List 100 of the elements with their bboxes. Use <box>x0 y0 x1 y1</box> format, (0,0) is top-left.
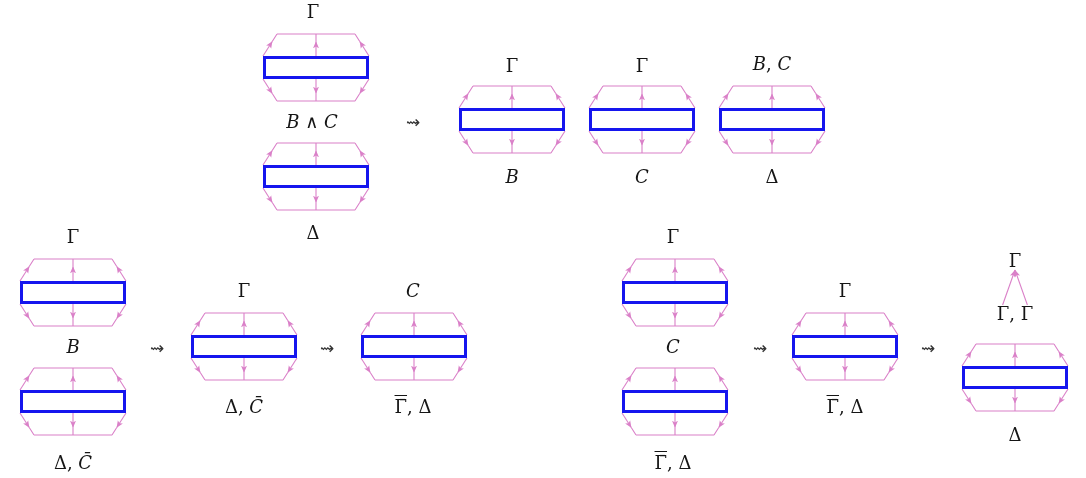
wire-arrow <box>116 303 127 320</box>
wire-arrow <box>70 303 76 320</box>
rewrite-symbol: ⇝ <box>405 113 421 131</box>
wire-arrow <box>458 92 469 109</box>
formula-label: Γ <box>635 57 649 75</box>
wire-arrow <box>718 303 729 320</box>
proof-box <box>459 108 565 131</box>
wire-arrow <box>287 319 298 336</box>
formula-label: B <box>66 338 80 356</box>
wire-arrow <box>555 130 566 147</box>
wire-arrow <box>19 374 30 391</box>
wire-arrow <box>769 92 775 109</box>
wire-arrow <box>509 130 515 147</box>
formula-label: B <box>505 168 519 186</box>
wire-arrow <box>888 357 899 374</box>
wire-arrow <box>1058 350 1069 367</box>
wire-arrow <box>262 40 273 57</box>
wire-arrow <box>116 374 127 391</box>
formula-label: Γ <box>838 282 852 300</box>
formula-label: Γ <box>505 57 519 75</box>
proof-box <box>622 281 728 304</box>
wire-arrow <box>359 78 370 95</box>
wire-arrow <box>458 130 469 147</box>
wire-arrow <box>685 130 696 147</box>
formula-label: Γ̄, Δ <box>826 398 864 416</box>
formula-label: Δ <box>1008 426 1022 444</box>
wire-arrow <box>685 92 696 109</box>
proof-box <box>20 281 126 304</box>
wire-arrow <box>411 357 417 374</box>
wire-arrow <box>1058 388 1069 405</box>
wire-arrow <box>718 412 729 429</box>
wire-arrow <box>621 374 632 391</box>
wire-arrow <box>672 303 678 320</box>
wire-arrow <box>116 265 127 282</box>
formula-label: Γ <box>66 228 80 246</box>
wire-arrow <box>718 265 729 282</box>
wire-arrow <box>842 319 848 336</box>
formula-label: Γ <box>1008 252 1022 270</box>
proof-box <box>792 335 898 358</box>
wire-arrow <box>70 412 76 429</box>
wire-arrow <box>360 357 371 374</box>
formula-label: C <box>406 282 420 300</box>
wire-arrow <box>509 92 515 109</box>
wire-arrow <box>116 412 127 429</box>
wire-arrow <box>672 265 678 282</box>
wire-arrow <box>621 412 632 429</box>
wire-arrow <box>718 92 729 109</box>
formula-label: Δ, C̄ <box>224 398 264 416</box>
formula-label: Δ <box>306 224 320 242</box>
formula-label: Γ <box>237 282 251 300</box>
wire-arrow <box>672 374 678 391</box>
proof-box <box>263 165 369 188</box>
formula-label: Γ <box>666 228 680 246</box>
wire-arrow <box>457 319 468 336</box>
wire-arrow <box>19 265 30 282</box>
wire-arrow <box>287 357 298 374</box>
wire-arrow <box>1012 388 1018 405</box>
arrow <box>1014 269 1028 306</box>
proof-box <box>20 390 126 413</box>
proof-box <box>263 56 369 79</box>
rewrite-symbol: ⇝ <box>752 339 768 357</box>
wire-arrow <box>190 319 201 336</box>
wire-arrow <box>190 357 201 374</box>
wire-arrow <box>842 357 848 374</box>
wire-arrow <box>313 187 319 204</box>
formula-label: C <box>666 338 680 356</box>
formula-label: C <box>635 168 649 186</box>
wire-arrow <box>621 265 632 282</box>
proof-box <box>622 390 728 413</box>
wire-arrow <box>588 130 599 147</box>
formula-label: Γ <box>306 3 320 21</box>
wire-arrow <box>262 187 273 204</box>
wire-arrow <box>718 130 729 147</box>
wire-arrow <box>262 78 273 95</box>
rewrite-symbol: ⇝ <box>149 339 165 357</box>
wire-arrow <box>411 319 417 336</box>
wire-arrow <box>241 357 247 374</box>
wire-arrow <box>621 303 632 320</box>
wire-arrow <box>791 319 802 336</box>
wire-arrow <box>639 92 645 109</box>
rewrite-symbol: ⇝ <box>920 339 936 357</box>
wire-arrow <box>888 319 899 336</box>
wire-arrow <box>313 78 319 95</box>
wire-arrow <box>262 149 273 166</box>
arrow <box>1002 269 1016 306</box>
wire-arrow <box>639 130 645 147</box>
formula-label: Δ <box>765 168 779 186</box>
wire-arrow <box>19 303 30 320</box>
formula-label: Γ, Γ <box>996 305 1034 323</box>
wire-arrow <box>241 319 247 336</box>
proof-box <box>719 108 825 131</box>
wire-arrow <box>815 130 826 147</box>
wire-arrow <box>555 92 566 109</box>
wire-arrow <box>360 319 371 336</box>
wire-arrow <box>359 149 370 166</box>
formula-label: B, C <box>752 55 792 73</box>
proof-box <box>191 335 297 358</box>
formula-label: Γ̄, Δ <box>394 398 432 416</box>
wire-arrow <box>791 357 802 374</box>
wire-arrow <box>1012 350 1018 367</box>
